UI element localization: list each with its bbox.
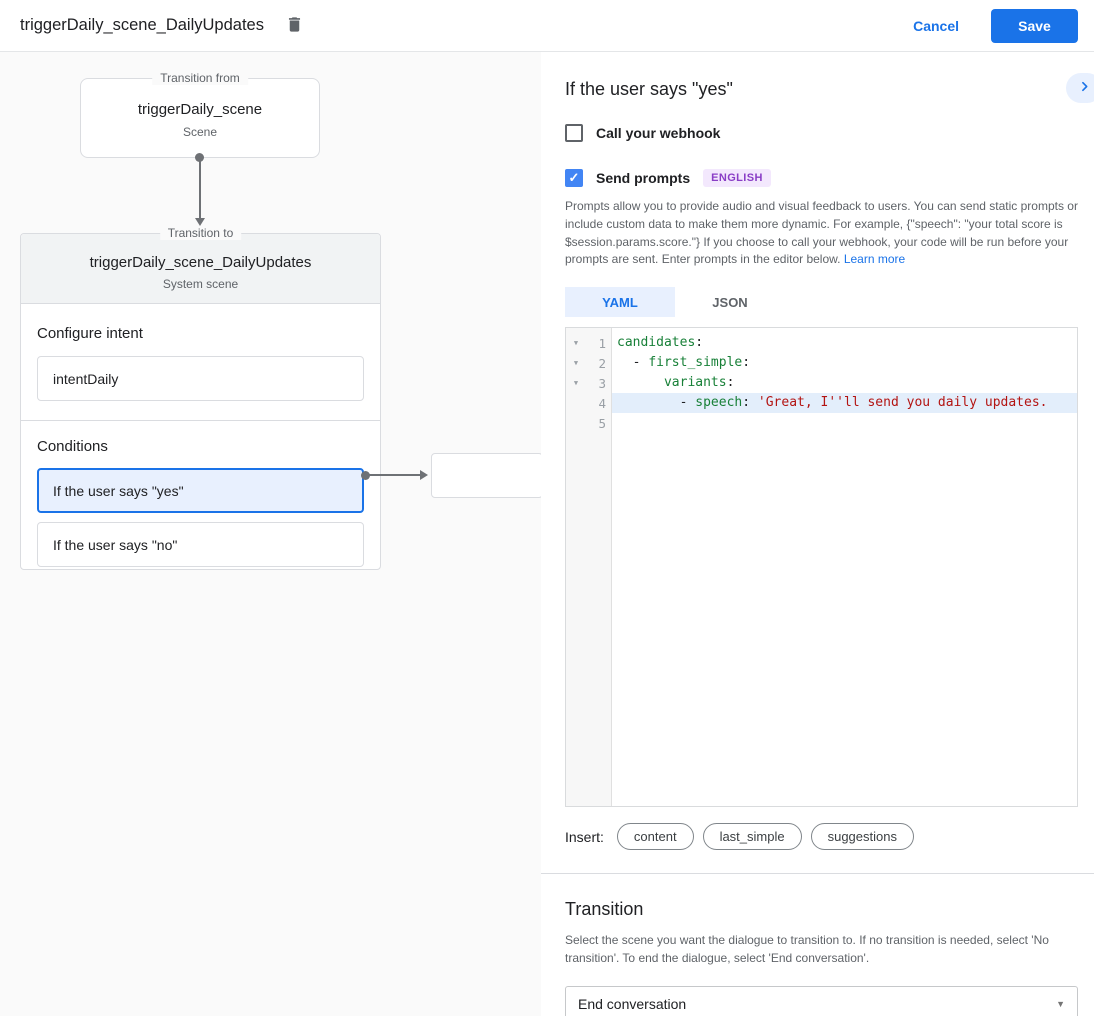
yaml-key: first_simple	[648, 355, 743, 370]
yaml-punct: :	[742, 355, 751, 370]
gutter-row: ▼ 1	[566, 333, 611, 353]
code-line-5	[612, 413, 1077, 433]
page-title: triggerDaily_scene_DailyUpdates	[20, 16, 264, 34]
scene-card-header: triggerDaily_scene_DailyUpdates System s…	[21, 234, 380, 304]
condition-item-yes[interactable]: If the user says "yes"	[37, 468, 364, 513]
line-number: 5	[598, 415, 606, 431]
connector-dot	[361, 471, 370, 480]
yaml-punct: -	[617, 395, 696, 410]
language-badge: ENGLISH	[703, 169, 771, 187]
yaml-key: variants	[663, 375, 727, 390]
yaml-punct: -	[617, 355, 649, 370]
delete-scene-button[interactable]	[282, 13, 308, 39]
condition-detail-panel: If the user says "yes" Call your webhook…	[541, 52, 1094, 1016]
description-text: Prompts allow you to provide audio and v…	[565, 199, 1078, 267]
code-line-4-active: - speech: 'Great, I''ll send you daily u…	[612, 393, 1077, 413]
section-divider	[541, 873, 1094, 874]
transition-from-node[interactable]: Transition from triggerDaily_scene Scene	[80, 71, 320, 158]
tab-json[interactable]: JSON	[712, 294, 748, 310]
scene-diagram-panel: Transition from triggerDaily_scene Scene…	[0, 52, 543, 1016]
code-line-1: candidates:	[612, 333, 1077, 353]
panel-title: If the user says "yes"	[565, 79, 733, 99]
transition-select[interactable]: End conversation ▼	[565, 985, 1078, 1016]
insert-content-button[interactable]: content	[616, 823, 694, 850]
insert-last-simple-button[interactable]: last_simple	[702, 823, 802, 850]
to-scene-type: System scene	[162, 277, 239, 291]
connector-line-vertical	[199, 160, 201, 218]
send-prompts-label: Send prompts	[596, 170, 691, 186]
line-number: 2	[598, 355, 606, 371]
trash-icon	[285, 15, 304, 37]
intent-field[interactable]	[37, 356, 364, 401]
scene-card-body: Configure intent Conditions If the user …	[21, 325, 380, 567]
code-line-3: variants:	[612, 373, 1077, 393]
yaml-punct	[617, 375, 664, 390]
transition-to-legend: Transition to	[159, 226, 242, 240]
line-number: 3	[598, 375, 606, 391]
yaml-string: 'Great, I''ll send you daily updates.	[757, 395, 1048, 410]
arrow-right-icon	[420, 470, 428, 480]
transition-select-value: End conversation	[578, 995, 687, 1012]
line-number: 4	[598, 395, 606, 411]
from-scene-name: triggerDaily_scene	[137, 101, 263, 118]
top-bar: triggerDaily_scene_DailyUpdates Cancel S…	[0, 0, 1094, 52]
transition-heading: Transition	[565, 899, 644, 919]
gutter-row: ▼ 3	[566, 373, 611, 393]
to-scene-name: triggerDaily_scene_DailyUpdates	[89, 254, 312, 271]
prompts-description: Prompts allow you to provide audio and v…	[565, 198, 1078, 269]
yaml-punct: :	[726, 375, 735, 390]
learn-more-link[interactable]: Learn more	[843, 252, 906, 267]
conditions-heading: Conditions	[37, 438, 108, 455]
cancel-button[interactable]: Cancel	[913, 17, 959, 34]
transition-target-node[interactable]	[431, 453, 543, 498]
yaml-punct: :	[742, 395, 758, 410]
transition-description: Select the scene you want the dialogue t…	[565, 933, 1049, 965]
send-prompts-checkbox[interactable]: ✓	[565, 169, 583, 187]
collapse-panel-button[interactable]	[1066, 73, 1094, 103]
transition-to-node: Transition to triggerDaily_scene_DailyUp…	[20, 226, 381, 570]
save-button[interactable]: Save	[991, 8, 1078, 43]
webhook-row: Call your webhook	[565, 124, 1078, 142]
card-divider	[21, 420, 380, 421]
editor-format-tabs: YAML JSON	[565, 287, 1078, 317]
yaml-key: speech	[695, 395, 743, 410]
send-prompts-row: ✓ Send prompts ENGLISH	[565, 169, 1078, 187]
connector-line-horizontal	[368, 474, 420, 476]
code-line-2: - first_simple:	[612, 353, 1077, 373]
connector-dot	[195, 153, 204, 162]
fold-arrow-icon[interactable]: ▼	[573, 379, 579, 387]
tab-yaml[interactable]: YAML	[565, 287, 675, 317]
insert-label: Insert:	[565, 828, 604, 845]
editor-gutter: ▼ 1 ▼ 2 ▼ 3 4 5	[566, 328, 612, 806]
insert-suggestions-button[interactable]: suggestions	[810, 823, 914, 850]
gutter-row: ▼ 2	[566, 353, 611, 373]
chevron-right-icon	[1078, 80, 1091, 96]
prompt-code-editor[interactable]: ▼ 1 ▼ 2 ▼ 3 4 5 candidates: - first_sim	[565, 327, 1078, 807]
fold-arrow-icon[interactable]: ▼	[573, 339, 579, 347]
yaml-key: candidates	[617, 335, 696, 350]
from-scene-type: Scene	[182, 125, 218, 139]
insert-row: Insert: content last_simple suggestions	[565, 823, 1078, 850]
configure-intent-heading: Configure intent	[37, 325, 143, 342]
call-webhook-label: Call your webhook	[596, 125, 721, 141]
checkmark-icon: ✓	[568, 170, 580, 185]
transition-from-legend: Transition from	[152, 71, 248, 85]
yaml-punct: :	[695, 335, 704, 350]
condition-label: If the user says "no"	[53, 536, 178, 553]
call-webhook-checkbox[interactable]	[565, 124, 583, 142]
gutter-row: 5	[566, 413, 611, 433]
gutter-row: 4	[566, 393, 611, 413]
condition-item-no[interactable]: If the user says "no"	[37, 522, 364, 567]
condition-label: If the user says "yes"	[53, 482, 184, 499]
line-number: 1	[598, 335, 606, 351]
fold-arrow-icon[interactable]: ▼	[573, 359, 579, 367]
caret-down-icon: ▼	[1056, 998, 1065, 1009]
arrow-down-icon	[195, 218, 205, 226]
code-area[interactable]: candidates: - first_simple: variants: - …	[612, 328, 1077, 806]
